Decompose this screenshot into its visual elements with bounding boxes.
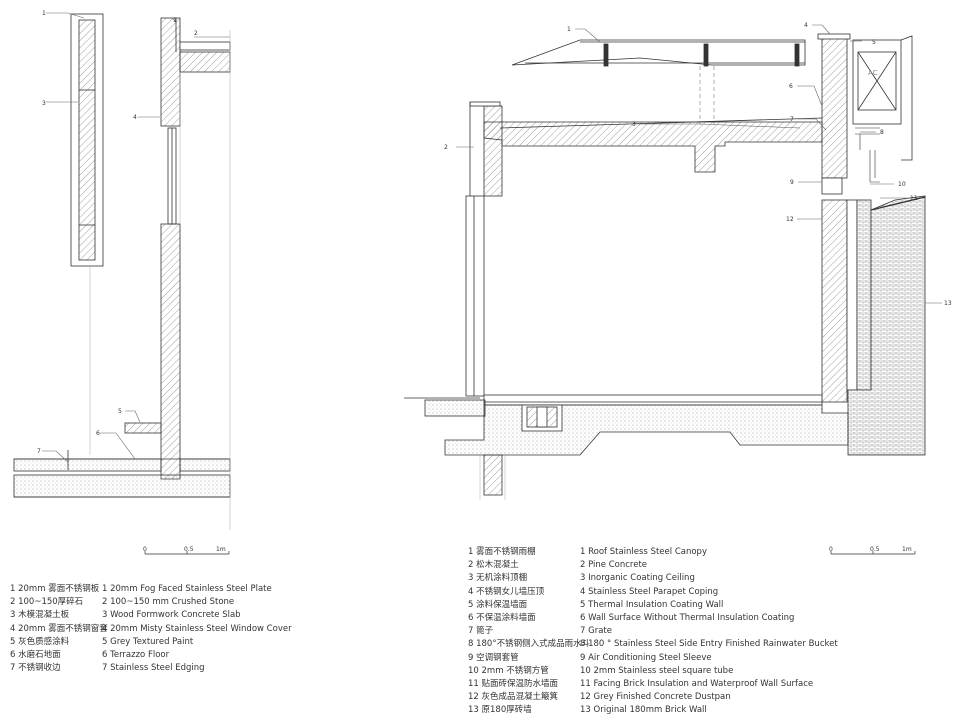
pine-concrete-wall: [483, 105, 503, 197]
formwork-slab: [78, 19, 96, 261]
legend-item: 5 Grey Textured Paint: [102, 636, 194, 647]
legend-item: 2 100~150 mm Crushed Stone: [102, 597, 235, 608]
left-callout: 5: [118, 408, 122, 415]
legend-item: 1 雾面不锈钢雨棚: [468, 547, 536, 557]
legend-item: 11 贴面砖保温防水墙面: [468, 678, 559, 689]
left-callouts: 1 2 3 4 5 6 7 1: [37, 10, 198, 455]
legend-item: 1 20mm Fog Faced Stainless Steel Plate: [102, 584, 272, 594]
roof-slab: [483, 121, 823, 173]
legend-right-cn: 1 雾面不锈钢雨棚 2 松木混凝土 3 无机涂料顶棚 4 不锈钢女儿墙压顶 5 …: [468, 546, 590, 717]
legend-item: 3 Wood Formwork Concrete Slab: [102, 610, 241, 621]
right-section-drawing: [404, 24, 942, 500]
legend-item: 13 Original 180mm Brick Wall: [580, 705, 707, 716]
legend-item: 3 无机涂料顶棚: [468, 573, 528, 584]
legend-item: 12 灰色成品混凝土簸箕: [468, 692, 559, 703]
legend-item: 11 Facing Brick Insulation and Waterproo…: [580, 678, 814, 689]
left-callout: 7: [37, 448, 41, 455]
legend-item: 9 Air Conditioning Steel Sleeve: [580, 652, 712, 663]
legend-item: 6 Wall Surface Without Thermal Insulatio…: [580, 612, 795, 623]
right-lower-wall: [821, 199, 848, 403]
foundation-slab: [444, 404, 849, 456]
legend-item: 4 Stainless Steel Parapet Coping: [580, 586, 719, 597]
legend-item: 10 2mm 不锈钢方管: [468, 665, 549, 676]
legend-item: 2 100~150厚碎石: [10, 597, 84, 608]
right-callout: 11: [910, 195, 918, 202]
canopy: [511, 39, 806, 66]
legend-item: 1 20mm 雾面不锈钢板: [10, 584, 100, 594]
section-drawings: 1 2 3 4 5 6 7 1: [13, 10, 952, 555]
legend-item: 8 180°不锈钢侧入式成品雨水斗: [468, 639, 591, 650]
scale-label: 1m: [216, 546, 226, 553]
legend-item: 13 原180厚砖墙: [468, 705, 532, 716]
right-callouts: 1 2 3 4 5 6 7 8 9 10 11 12 13 AC: [444, 22, 952, 307]
legend-item: 8 180 ° Stainless Steel Side Entry Finis…: [580, 639, 838, 650]
legend-left-cn: 1 20mm 雾面不锈钢板 2 100~150厚碎石 3 木模混凝土板 4 20…: [10, 583, 108, 675]
legend-item: 6 Terrazzo Floor: [102, 649, 170, 660]
legend-item: 12 Grey Finished Concrete Dustpan: [580, 692, 731, 703]
right-callout: 7: [790, 116, 794, 123]
right-callout: 12: [786, 216, 794, 223]
legend-item: 2 松木混凝土: [468, 560, 519, 571]
legend-item: 6 不保温涂料墙面: [468, 612, 536, 623]
left-callout: 1: [173, 17, 177, 24]
legend-item: 3 Inorganic Coating Ceiling: [580, 573, 695, 584]
left-callout: 2: [194, 30, 198, 37]
crushed-stone: [13, 474, 231, 498]
scale-label: 1m: [902, 546, 912, 553]
legend-item: 5 Thermal Insulation Coating Wall: [580, 599, 724, 610]
legend-item: 5 灰色质感涂料: [10, 636, 70, 647]
legend-item: 4 20mm 雾面不锈钢窗套: [10, 623, 108, 634]
upper-wall: [160, 17, 181, 127]
right-callout: 10: [898, 181, 906, 188]
left-callout: 3: [42, 100, 46, 107]
scale-label: 0: [143, 546, 147, 553]
scale-label: 0: [829, 546, 833, 553]
right-callout: 8: [880, 129, 884, 136]
scale-bars: [144, 551, 916, 555]
legend-item: 7 篦子: [468, 626, 494, 637]
scale-label: 0.5: [870, 546, 880, 553]
legend-item: 2 Pine Concrete: [580, 560, 648, 571]
ledge: [124, 422, 162, 434]
legend-item: 9 空调钢套管: [468, 652, 519, 663]
right-callout: 4: [804, 22, 808, 29]
lower-wall: [160, 223, 181, 480]
right-upper-wall: [821, 37, 848, 179]
legend-item: 10 2mm Stainless steel square tube: [580, 665, 734, 676]
legend-item: 6 水磨石地面: [10, 649, 61, 660]
left-section-drawing: [13, 12, 231, 530]
left-callout: 4: [133, 114, 137, 121]
legend-item: 5 涂料保温墙面: [468, 599, 528, 610]
scale-label: 0.5: [184, 546, 194, 553]
right-callout: 3: [632, 121, 636, 128]
left-callout: 1: [42, 10, 46, 17]
legend-item: 1 Roof Stainless Steel Canopy: [580, 547, 707, 557]
legend-left-en: 1 20mm Fog Faced Stainless Steel Plate 2…: [102, 583, 292, 675]
legend-item: 4 不锈钢女儿墙压顶: [468, 586, 545, 597]
legend-item: 7 不锈钢收边: [10, 663, 61, 674]
right-callout: 9: [790, 179, 794, 186]
right-callout: 13: [944, 300, 952, 307]
legend-item: 7 Grate: [580, 626, 612, 637]
legend-right-en: 1 Roof Stainless Steel Canopy 2 Pine Con…: [580, 546, 838, 717]
legend-item: 4 20mm Misty Stainless Steel Window Cove…: [102, 623, 292, 634]
right-callout: 1: [567, 26, 571, 33]
right-callout: 6: [789, 83, 793, 90]
right-callout: 2: [444, 144, 448, 151]
brick-wall: [847, 195, 926, 456]
right-callout: 5: [872, 39, 876, 46]
left-callout: 6: [96, 430, 100, 437]
terrazzo-floor: [13, 458, 162, 472]
legend-item: 7 Stainless Steel Edging: [102, 663, 205, 674]
ac-label: AC: [868, 69, 878, 77]
roof-slab: [179, 51, 231, 73]
footing: [483, 454, 503, 496]
legend-item: 3 木模混凝土板: [10, 610, 70, 621]
